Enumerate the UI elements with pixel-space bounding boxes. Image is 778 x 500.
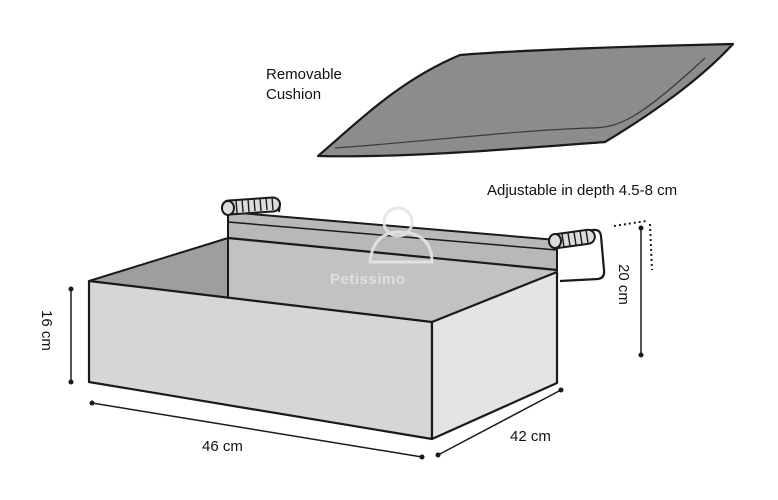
- watermark-text: Petissimo: [330, 271, 405, 288]
- depth-dimension: [435, 387, 564, 458]
- width-label: 46 cm: [202, 438, 243, 455]
- watermark-logo: Petissimo: [330, 206, 434, 288]
- depth-adjust-label: Adjustable in depth 4.5-8 cm: [487, 182, 677, 199]
- cushion-label-line1: Removable: [266, 66, 342, 83]
- depth-adjust-indicator: [613, 220, 653, 271]
- box-side-face: [430, 270, 559, 441]
- height-label-left: 16 cm: [38, 310, 55, 351]
- width-dimension: [89, 400, 425, 460]
- depth-dimension-label: 42 cm: [510, 428, 551, 445]
- cushion-label-line2: Cushion: [266, 86, 321, 103]
- height-dimension-right: [638, 225, 644, 358]
- right-handle: [548, 228, 606, 283]
- height-label-right: 20 cm: [615, 264, 632, 305]
- box-back-rim: [227, 236, 558, 272]
- height-dimension-left: [68, 286, 74, 385]
- left-handle: [221, 196, 282, 216]
- removable-cushion: [316, 42, 735, 158]
